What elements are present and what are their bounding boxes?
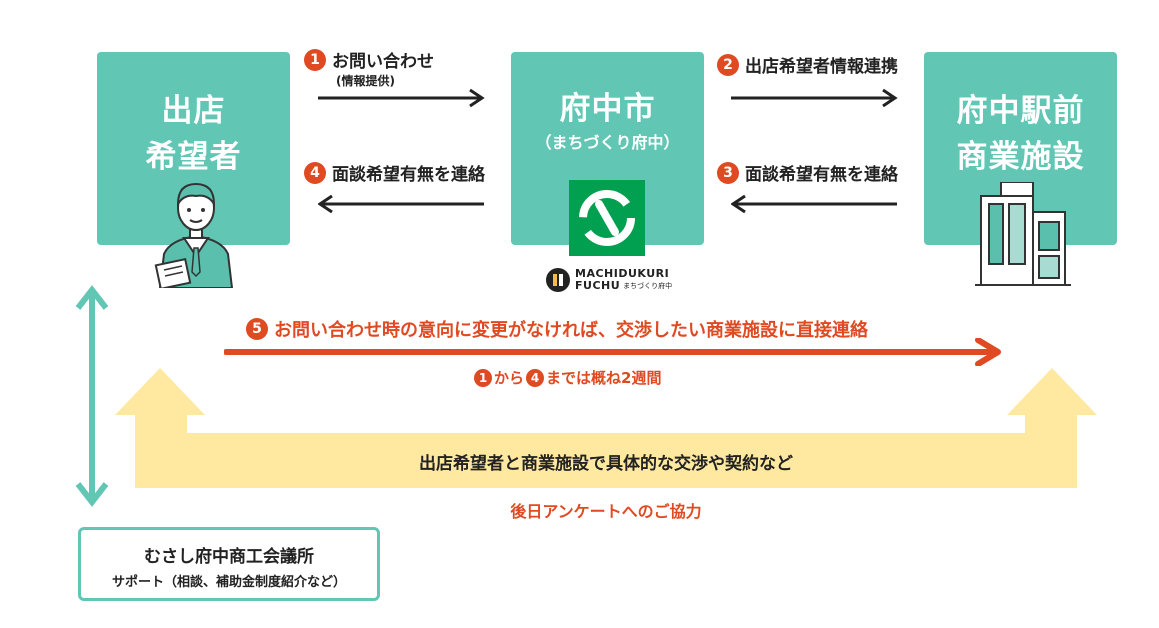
step1-text: お問い合わせ: [332, 52, 434, 72]
person-illustration-icon: [154, 182, 234, 288]
logo-line1: MACHIDUKURI: [575, 267, 670, 280]
duration-text: までは概ね2週間: [546, 369, 662, 387]
logo-line2: FUCHU: [575, 279, 621, 292]
step4-text: 面談希望有無を連絡: [332, 165, 485, 185]
duration-from-number: 1: [474, 368, 492, 387]
chamber-subtitle: サポート（相談、補助金制度紹介など）: [111, 575, 346, 590]
applicant-title-line1: 出店: [161, 93, 226, 129]
negotiation-text: 出店希望者と商業施設で具体的な交渉や契約など: [419, 454, 793, 474]
step2-text: 出店希望者情報連携: [745, 57, 898, 77]
arrow-step2: [731, 88, 898, 108]
step5-number: 5: [246, 318, 268, 340]
applicant-title-line2: 希望者: [145, 139, 242, 175]
machidukuri-logo: MACHIDUKURI FUCHU まちづくり府中: [545, 266, 672, 294]
facility-title-line1: 府中駅前: [956, 93, 1085, 129]
logo-tag: まちづくり府中: [623, 282, 673, 290]
city-title: 府中市: [559, 91, 656, 127]
step3-number: 3: [717, 161, 739, 184]
duration-to-number: 4: [526, 368, 545, 387]
applicant-box: 出店 希望者: [97, 52, 290, 245]
step4-number: 4: [304, 161, 326, 184]
arrow-step5: [224, 338, 1001, 366]
arrow-step1: [318, 88, 485, 108]
city-subtitle: （まちづくり府中）: [535, 133, 680, 152]
arrow-step3: [731, 194, 897, 214]
step3-text: 面談希望有無を連絡: [745, 165, 898, 185]
step1-label: 1 お問い合わせ: [304, 47, 434, 72]
duration-note: 1 から 4 までは概ね2週間: [474, 367, 661, 388]
step1-number: 1: [304, 48, 326, 71]
step1-sub: (情報提供): [336, 74, 395, 88]
step2-number: 2: [717, 53, 739, 76]
step2-label: 2 出店希望者情報連携: [717, 52, 898, 77]
machidukuri-logo-mark-icon: [569, 180, 645, 256]
building-illustration-icon: [975, 182, 1071, 286]
arrow-step4: [318, 194, 484, 214]
logo-circle-icon: [546, 268, 570, 292]
step5-text: お問い合わせ時の意向に変更がなければ、交渉したい商業施設に直接連絡: [274, 320, 868, 341]
facility-title-line2: 商業施設: [956, 139, 1085, 175]
step4-label: 4 面談希望有無を連絡: [304, 160, 485, 185]
chamber-title: むさし府中商工会議所: [144, 547, 314, 567]
step5-label: 5 お問い合わせ時の意向に変更がなければ、交渉したい商業施設に直接連絡: [246, 316, 868, 342]
survey-text: 後日アンケートへのご協力: [510, 502, 702, 521]
vertical-double-arrow: [75, 285, 109, 507]
chamber-box: むさし府中商工会議所 サポート（相談、補助金制度紹介など）: [78, 527, 380, 601]
step3-label: 3 面談希望有無を連絡: [717, 160, 898, 185]
duration-mid: から: [494, 369, 525, 387]
